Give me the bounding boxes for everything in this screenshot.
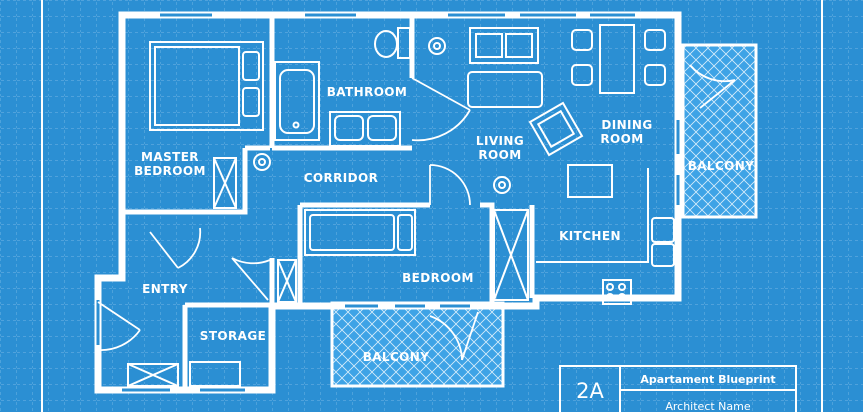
- room-label-bedroom: BEDROOM: [402, 271, 474, 285]
- furniture: [127, 24, 675, 387]
- room-label-kitchen: KITCHEN: [559, 229, 621, 243]
- doors: [97, 64, 736, 361]
- room-label-bathroom: BATHROOM: [327, 85, 408, 99]
- room-label-master-bedroom-1: MASTER: [141, 150, 199, 164]
- room-label-entry: ENTRY: [142, 282, 188, 296]
- sheet-frame: [41, 0, 823, 412]
- unit-number: 2A: [576, 379, 604, 403]
- room-label-dining-2: ROOM: [600, 132, 643, 146]
- room-label-master-bedroom-2: BEDROOM: [134, 164, 206, 178]
- blueprint-title: Apartament Blueprint: [640, 373, 775, 386]
- room-label-balcony-east: BALCONY: [688, 159, 755, 173]
- architect-name: Architect Name: [665, 400, 751, 412]
- room-label-storage: STORAGE: [200, 329, 266, 343]
- room-label-balcony-south: BALCONY: [363, 350, 430, 364]
- room-label-living-2: ROOM: [478, 148, 521, 162]
- windows: [96, 13, 680, 392]
- room-label-corridor: CORRIDOR: [304, 171, 379, 185]
- interior-walls: [119, 15, 535, 390]
- room-label-dining-1: DINING: [601, 118, 652, 132]
- title-block: [559, 365, 797, 412]
- room-label-living-1: LIVING: [476, 134, 524, 148]
